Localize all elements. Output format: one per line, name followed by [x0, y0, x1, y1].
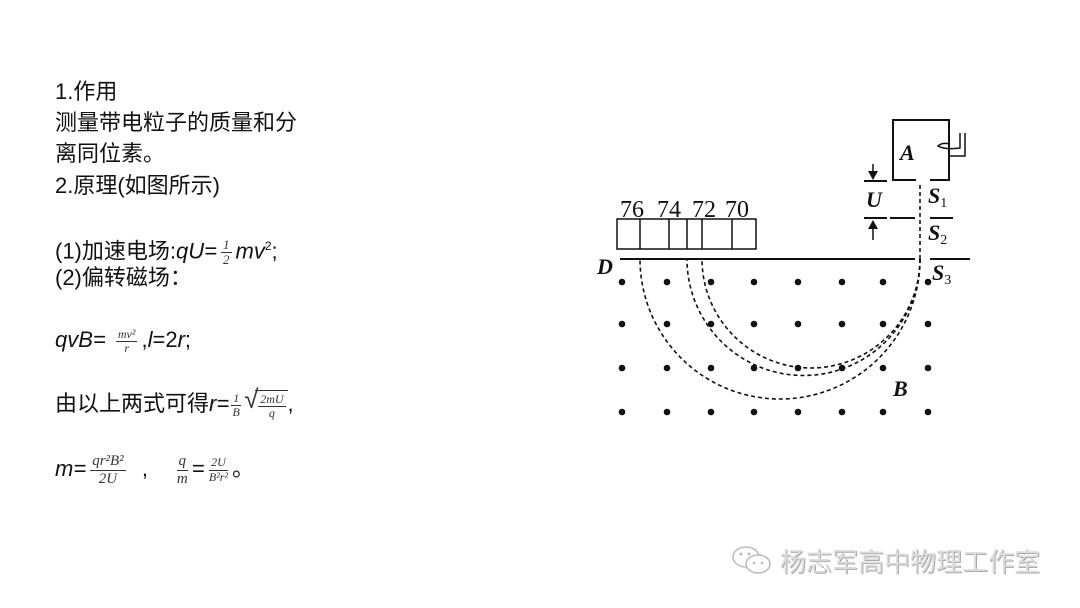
field-dot: [707, 408, 715, 416]
mass-label-74: 74: [657, 197, 681, 223]
field-dot: [838, 278, 846, 286]
field-dot: [663, 408, 671, 416]
field-dot: [663, 320, 671, 328]
step1-rhs: mv: [235, 238, 265, 264]
field-dot: [879, 364, 887, 372]
mass-label-76: 76: [620, 197, 644, 223]
field-dot: [794, 364, 802, 372]
field-dot: [707, 278, 715, 286]
mass-label-72: 72: [692, 197, 716, 223]
field-dot: [794, 408, 802, 416]
mass-label-70: 70: [725, 197, 749, 223]
field-dot: [924, 278, 932, 286]
voltage-arrows: [868, 164, 878, 240]
field-dot: [879, 408, 887, 416]
field-dot: [838, 408, 846, 416]
step-deflection: (2)偏转磁场：: [55, 265, 192, 290]
field-dot: [707, 320, 715, 328]
field-dot: [838, 320, 846, 328]
purpose-line-2: 离同位素。: [55, 141, 166, 166]
slit-s3-label: S3: [932, 260, 951, 288]
field-dot: [618, 408, 626, 416]
ion-trajectories: [639, 185, 921, 400]
field-dot: [924, 320, 932, 328]
field-dot: [750, 278, 758, 286]
field-dot: [794, 320, 802, 328]
field-dot: [618, 364, 626, 372]
field-dot: [879, 320, 887, 328]
field-dot: [707, 364, 715, 372]
field-label: B: [892, 376, 908, 401]
watermark: 杨志军高中物理工作室: [730, 542, 1040, 579]
field-dot: [924, 408, 932, 416]
field-dot: [618, 278, 626, 286]
field-dot: [663, 364, 671, 372]
filament-icon: [936, 133, 966, 157]
plate-label: D: [596, 254, 613, 279]
purpose-line-1: 测量带电粒子的质量和分: [55, 110, 298, 135]
heading-principle: 2.原理(如图所示): [55, 173, 221, 198]
field-dot: [838, 364, 846, 372]
field-dot: [750, 408, 758, 416]
field-dot: [794, 278, 802, 286]
field-dot: [750, 364, 758, 372]
chamber-label: A: [898, 140, 915, 165]
step1-label: (1)加速电场:: [55, 238, 177, 264]
watermark-text: 杨志军高中物理工作室: [780, 547, 1041, 577]
voltage-label: U: [866, 187, 883, 212]
wechat-icon: [732, 545, 771, 574]
heading-function: 1.作用: [55, 79, 118, 104]
trajectory-72a: [686, 258, 921, 377]
step1-lhs: qU=: [176, 238, 217, 264]
field-dot: [924, 364, 932, 372]
field-dot: [618, 320, 626, 328]
equation-radius: 由以上两式可得r=1B2mUq,: [55, 385, 294, 420]
field-dot: [750, 320, 758, 328]
magnetic-field-dots: [618, 278, 932, 416]
field-dot: [879, 278, 887, 286]
slit-s1-label: S1: [928, 183, 947, 211]
ion-chamber: [892, 119, 950, 181]
slit-s2-label: S2: [928, 220, 947, 248]
trajectory-72b: [701, 258, 921, 369]
trajectory-76: [639, 258, 921, 400]
field-dot: [663, 278, 671, 286]
